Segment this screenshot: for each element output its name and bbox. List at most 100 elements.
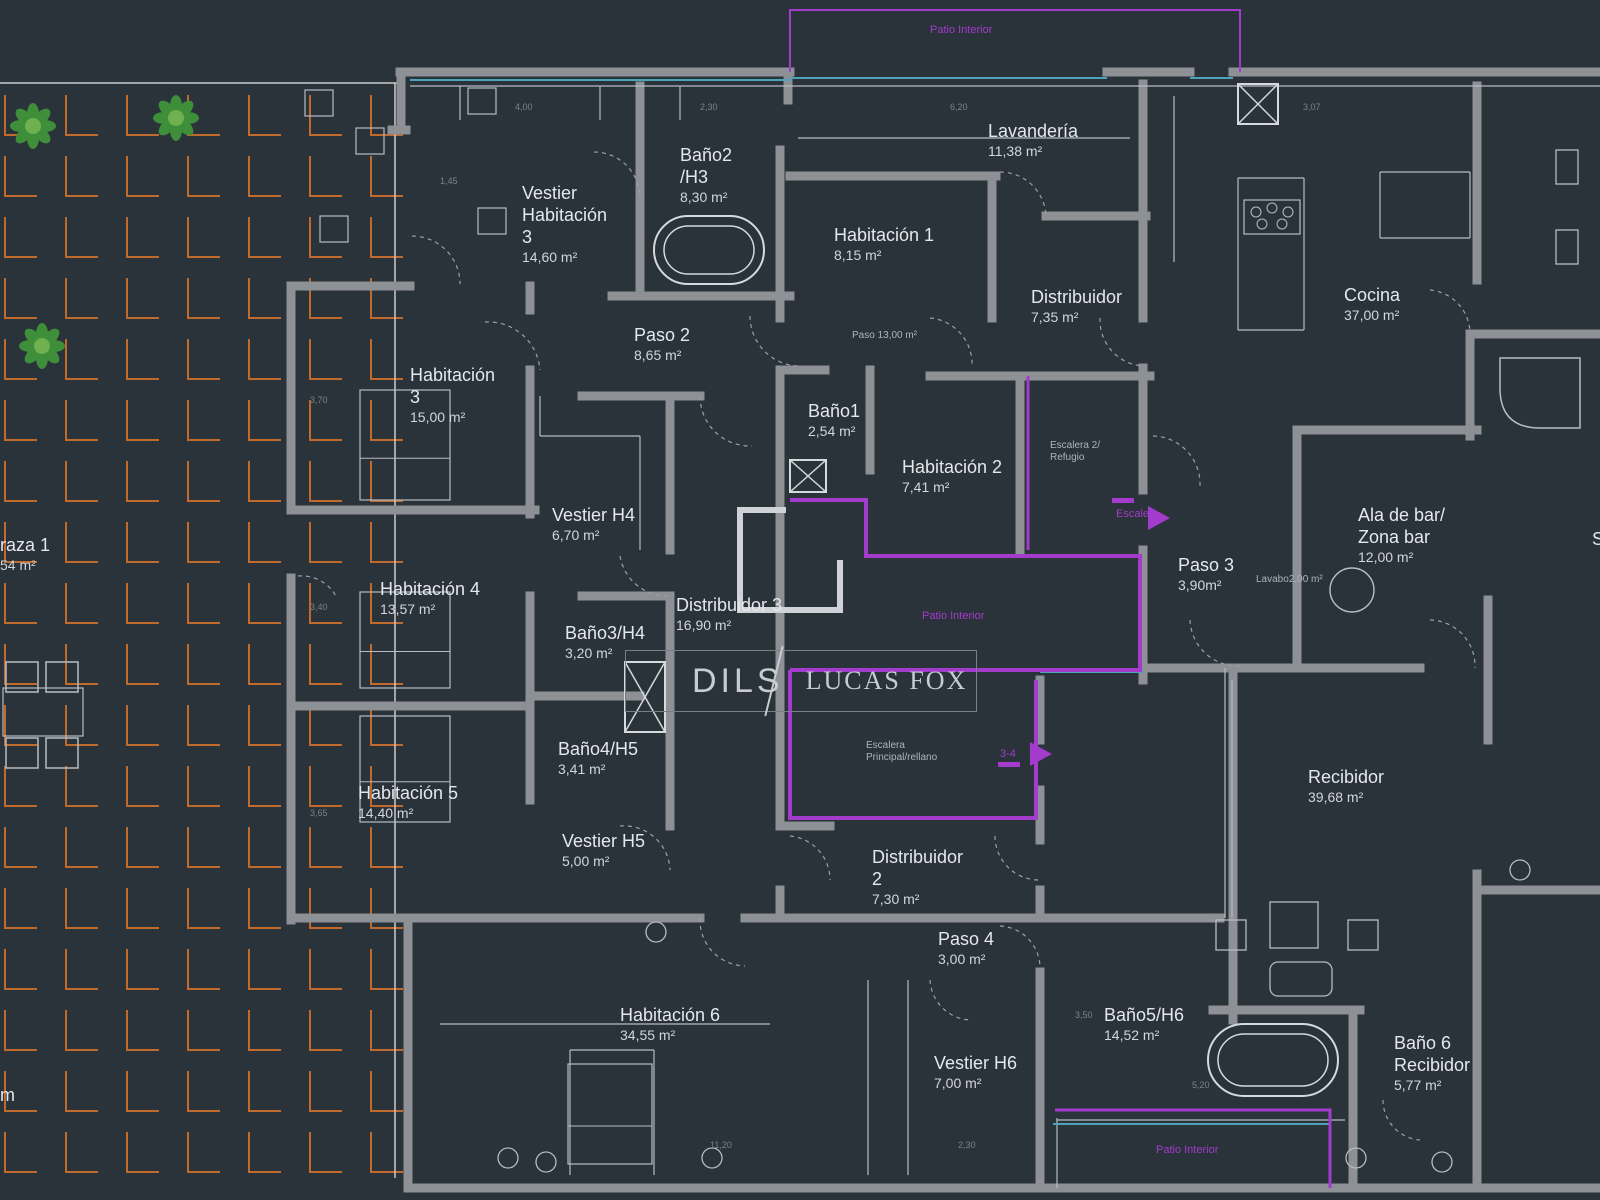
terrace-tile <box>309 766 342 807</box>
terrace-tile <box>309 156 342 197</box>
room-area: 39,68 m² <box>1308 789 1364 805</box>
door-swing <box>1429 289 1471 335</box>
terrace-tile <box>248 705 281 746</box>
watermark-logo: DILS LUCAS FOX <box>625 645 977 717</box>
door-swing <box>999 171 1047 217</box>
bathtub-icon <box>663 225 755 275</box>
terrace-tile <box>126 1010 159 1051</box>
terrace-tile <box>187 278 220 319</box>
terrace-tile <box>126 644 159 685</box>
terrace-tile <box>65 400 98 441</box>
terrace-tile <box>370 339 403 380</box>
bed-icon <box>359 715 451 823</box>
room-area: 7,41 m² <box>902 479 950 495</box>
room-label-escalera-principal: Escalera Principal/rellano <box>866 740 937 764</box>
terrace-tile <box>4 461 37 502</box>
terrace-tile <box>248 583 281 624</box>
terrace-tile <box>187 1132 220 1173</box>
terrace-tile <box>248 949 281 990</box>
terrace-tile <box>4 888 37 929</box>
patio-outline <box>790 498 1142 672</box>
terrace-tile <box>309 339 342 380</box>
terrace-tile <box>65 461 98 502</box>
door-swing <box>411 235 461 285</box>
terrace-tile <box>4 644 37 685</box>
room-name: Distribuidor 3 <box>676 595 783 615</box>
room-name: Baño1 <box>808 401 861 421</box>
terrace-tile <box>248 1071 281 1112</box>
room-area: 2,00 m² <box>1288 574 1323 585</box>
terrace-tile <box>65 644 98 685</box>
terrace-tile <box>309 278 342 319</box>
terrace-tile <box>65 827 98 868</box>
terrace-tile <box>309 400 342 441</box>
door-swing <box>699 395 753 447</box>
terrace-tile <box>370 278 403 319</box>
terrace-tile <box>370 827 403 868</box>
door-swing <box>1382 1099 1421 1141</box>
room-name: Baño4/H5 <box>558 739 639 759</box>
room-label-paso1: Paso 13,00 m² <box>852 330 917 342</box>
room-name: Escalera Principal/rellano <box>866 740 938 763</box>
room-area: 3,00 m² <box>938 951 986 967</box>
room-name: Baño2 /H3 <box>680 145 733 187</box>
terrace-tile <box>248 644 281 685</box>
terrace-tile <box>309 949 342 990</box>
terrace-tile <box>309 583 342 624</box>
door-swing <box>297 575 337 597</box>
room-name: Escalera 2/ Refugio <box>1050 440 1101 463</box>
room-name: m <box>0 1085 15 1105</box>
terrace-tile <box>126 217 159 258</box>
dimension-label: 11,20 <box>710 1140 732 1150</box>
room-name: Habitación 5 <box>358 783 459 803</box>
stair-arrow-icon <box>1112 498 1134 503</box>
terrace-tile <box>309 1071 342 1112</box>
terrace-tile <box>309 217 342 258</box>
terrace-tile <box>309 461 342 502</box>
room-name: Vestier H5 <box>562 831 646 851</box>
terrace-tile <box>309 705 342 746</box>
terrace-tile <box>370 461 403 502</box>
door-swing <box>929 317 973 365</box>
terrace-tile <box>65 278 98 319</box>
room-label-patio-top: Patio Interior <box>930 24 992 36</box>
room-area: 3,41 m² <box>558 761 606 777</box>
terrace-tile <box>65 705 98 746</box>
bathtub-icon <box>653 215 765 285</box>
terrace-tile <box>4 217 37 258</box>
watermark-left: DILS <box>692 661 784 700</box>
terrace-tile <box>65 1071 98 1112</box>
room-name: S <box>1592 529 1600 549</box>
room-area: 8,65 m² <box>634 347 682 363</box>
outdoor-chair-icon <box>5 737 39 769</box>
terrace-tile <box>4 705 37 746</box>
room-area: 15,00 m² <box>410 409 466 425</box>
terrace-tile <box>126 827 159 868</box>
terrace-tile <box>65 888 98 929</box>
terrace-tile <box>309 1132 342 1173</box>
terrace-tile <box>65 949 98 990</box>
terrace-tile <box>248 95 281 136</box>
overlay-bracket <box>737 507 843 613</box>
door-swing <box>929 979 973 1021</box>
chair-icon <box>1555 149 1579 185</box>
dimension-label: 3,40 <box>310 602 328 612</box>
sofa-icon <box>1269 961 1333 997</box>
plant-icon <box>34 338 50 354</box>
terrace-tile <box>370 156 403 197</box>
bed-icon <box>567 1063 653 1165</box>
terrace-tile <box>4 339 37 380</box>
stair-arrow-icon <box>1030 742 1052 766</box>
terrace-tile <box>248 400 281 441</box>
terrace-tile <box>187 1010 220 1051</box>
room-label-bano4: Baño4/H5 3,41 m² <box>558 738 638 778</box>
room-area: 7,30 m² <box>872 891 920 907</box>
room-name: Paso 2 <box>634 325 691 345</box>
dimension-label: 3,50 <box>1075 1010 1093 1020</box>
